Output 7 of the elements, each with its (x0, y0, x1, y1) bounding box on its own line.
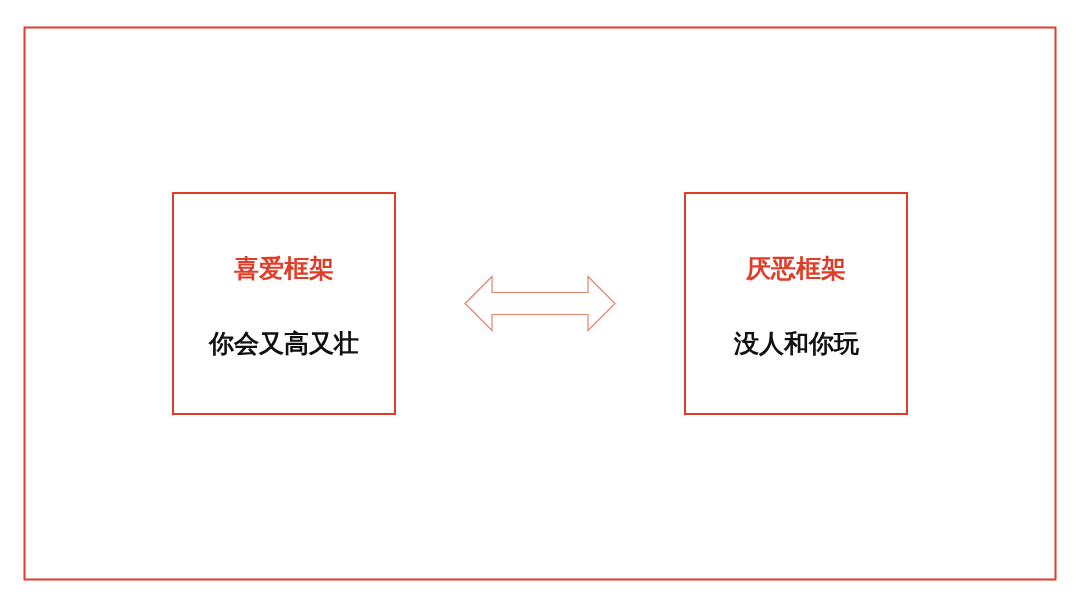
double-arrow (464, 275, 616, 332)
framed-box (172, 192, 396, 415)
box-text: 你会又高又壮 (207, 329, 360, 359)
box-heading: 喜爱框架 (233, 254, 335, 284)
box-heading: 厌恶框架 (745, 254, 847, 284)
box-text: 没人和你玩 (732, 329, 860, 359)
framed-box (684, 192, 908, 415)
